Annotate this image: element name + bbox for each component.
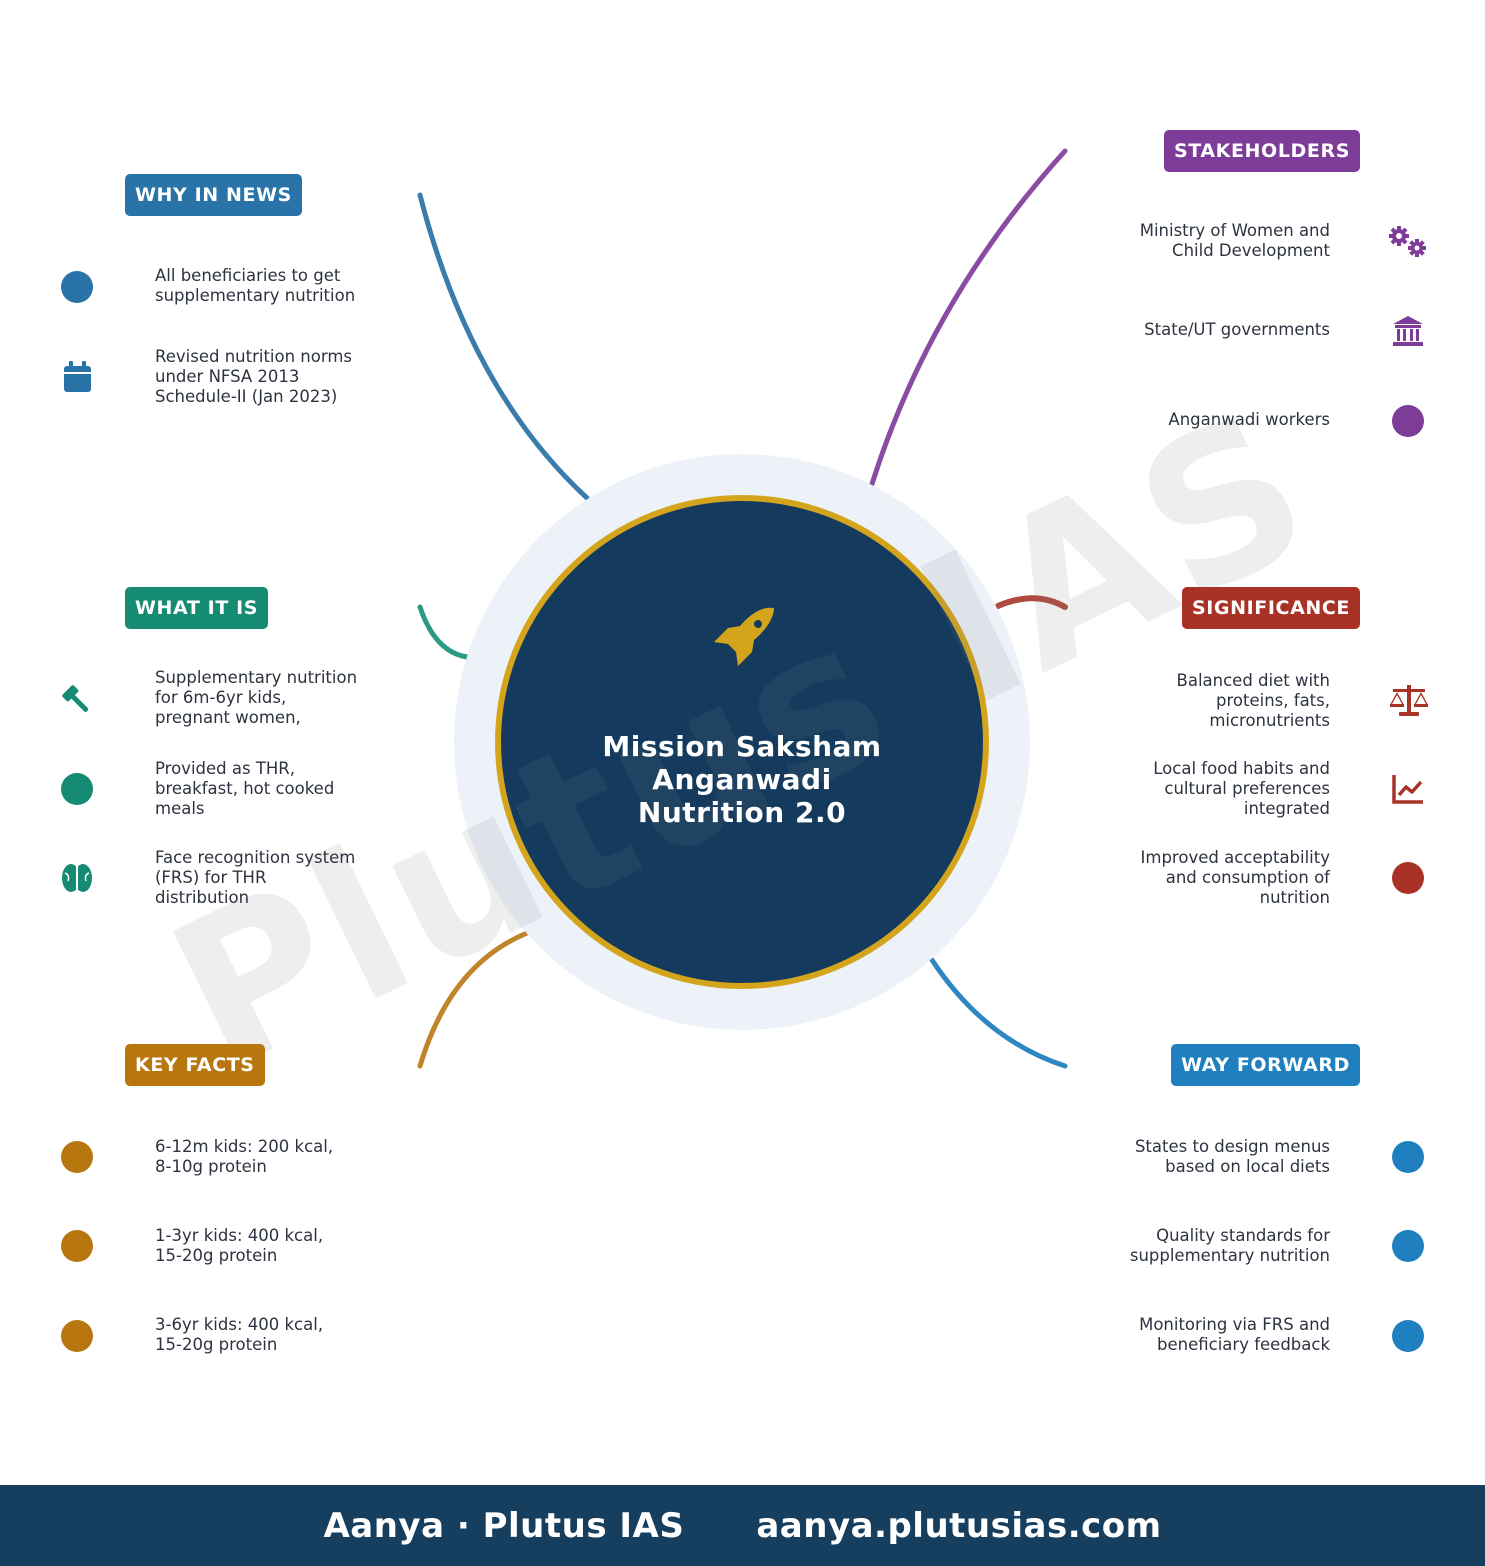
chart-line-icon (1392, 775, 1423, 804)
section-title-significance: SIGNIFICANCE (1181, 587, 1360, 629)
connector-what-it-is (417, 604, 470, 660)
stakeholders-item-1: Ministry of Women and Child Development (1139, 221, 1330, 260)
what-it-is-item-2: Provided as THR, breakfast, hot cooked m… (155, 759, 335, 818)
footer-author: Aanya · Plutus IAS (323, 1505, 685, 1546)
way-forward-item-3: Monitoring via FRS and beneficiary feedb… (1139, 1315, 1330, 1354)
key-facts-item-2: 1-3yr kids: 400 kcal, 15-20g protein (155, 1226, 324, 1265)
section-title-key-facts: KEY FACTS (125, 1044, 265, 1086)
why-in-news-item-2: Revised nutrition norms under NFSA 2013 … (155, 347, 353, 406)
scale-icon (1390, 685, 1428, 716)
footer-bar: Aanya · Plutus IAS aanya.plutusias.com (0, 1485, 1485, 1566)
brain-icon (62, 864, 92, 892)
section-title-way-forward: WAY FORWARD (1171, 1044, 1360, 1086)
key-facts-item-1: 6-12m kids: 200 kcal, 8-10g protein (155, 1137, 334, 1176)
bank-icon (1393, 316, 1423, 346)
connector-stakeholders (869, 148, 1068, 487)
connector-why-in-news (417, 192, 590, 501)
what-it-is-item-3: Face recognition system (FRS) for THR di… (155, 848, 356, 907)
gears-icon (1389, 226, 1426, 257)
way-forward-item-2: Quality standards for supplementary nutr… (1129, 1226, 1330, 1265)
dot-icon (61, 1320, 93, 1352)
dot-icon (61, 773, 93, 805)
section-title-why-in-news: WHY IN NEWS (125, 174, 302, 216)
dot-icon (1392, 1230, 1424, 1262)
key-facts-item-3: 3-6yr kids: 400 kcal, 15-20g protein (155, 1315, 324, 1354)
connector-significance (995, 595, 1068, 610)
why-in-news-item-1: All beneficiaries to get supplementary n… (155, 266, 356, 305)
calendar-icon (64, 361, 91, 392)
dot-icon (1392, 405, 1424, 437)
section-title-what-it-is: WHAT IT IS (125, 587, 269, 629)
center-circle (495, 495, 989, 989)
dot-icon (1392, 862, 1424, 894)
significance-item-2: Local food habits and cultural preferenc… (1153, 759, 1330, 818)
dot-icon (61, 1141, 93, 1173)
footer-url-link[interactable]: aanya.plutusias.com (756, 1505, 1162, 1546)
connector-key-facts (417, 930, 530, 1069)
dot-icon (1392, 1141, 1424, 1173)
significance-item-3: Improved acceptability and consumption o… (1140, 848, 1330, 907)
connector-way-forward (929, 957, 1068, 1069)
rocket-icon (714, 607, 774, 666)
stakeholders-item-3: Anganwadi workers (1168, 410, 1330, 429)
significance-item-1: Balanced diet with proteins, fats, micro… (1176, 671, 1330, 730)
gavel-icon (62, 685, 89, 712)
way-forward-item-1: States to design menus based on local di… (1134, 1137, 1330, 1176)
dot-icon (61, 271, 93, 303)
section-title-stakeholders: STAKEHOLDERS (1163, 130, 1360, 172)
dot-icon (1392, 1320, 1424, 1352)
what-it-is-item-1: Supplementary nutrition for 6m-6yr kids,… (155, 668, 358, 727)
stakeholders-item-2: State/UT governments (1144, 320, 1330, 339)
center-title: Mission Saksham Anganwadi Nutrition 2.0 (602, 730, 882, 829)
dot-icon (61, 1230, 93, 1262)
